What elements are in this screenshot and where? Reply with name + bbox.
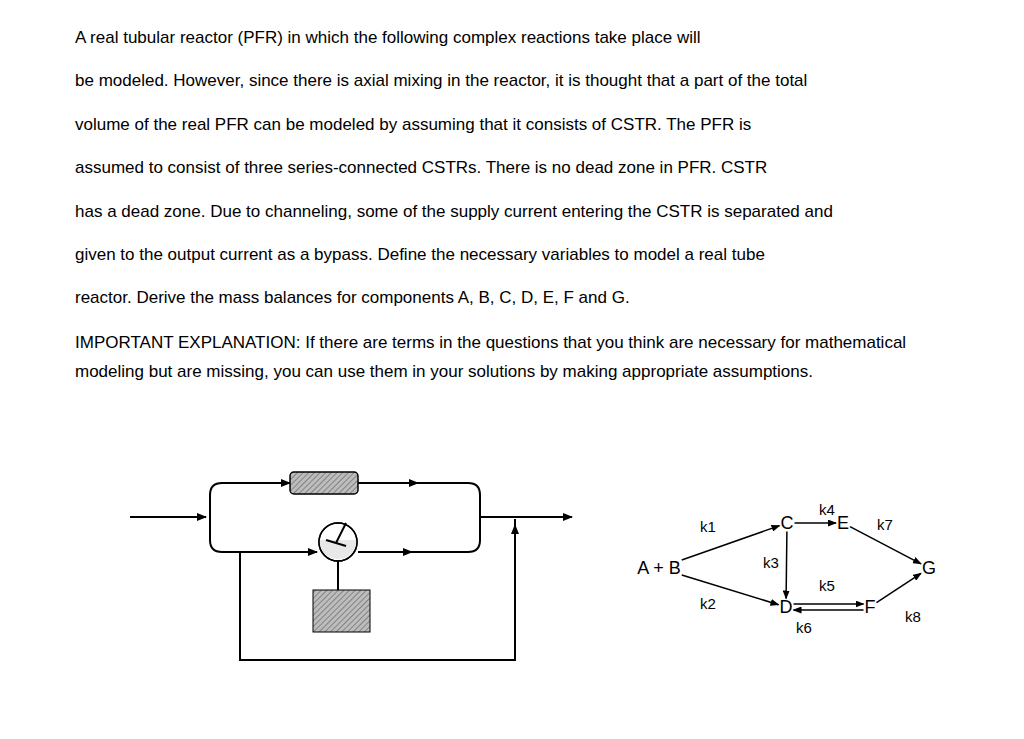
species-node: C	[778, 512, 797, 535]
rate-constant: k2	[699, 596, 717, 612]
reaction-arrow	[682, 575, 779, 605]
rate-constant: k3	[762, 555, 780, 571]
bypass-arrow	[514, 525, 516, 600]
species-name: D	[780, 597, 793, 618]
species-node: E	[834, 512, 852, 535]
rate-constant: k4	[818, 502, 836, 518]
species-name: G	[922, 558, 936, 579]
bypass-line	[240, 519, 515, 660]
pfr-out2	[418, 482, 468, 484]
rate-constant: k5	[818, 578, 836, 594]
rate-constant: k6	[795, 620, 813, 636]
reaction-arrow	[794, 609, 864, 611]
rate-constant: k8	[904, 609, 922, 625]
mixer	[468, 483, 480, 552]
problem-text-line: A real tubular reactor (PFR) in which th…	[75, 27, 701, 49]
dead-zone-link	[337, 560, 339, 590]
reaction-arrow	[877, 573, 921, 602]
species-name: A + B	[637, 558, 681, 579]
species-node: F	[862, 596, 879, 619]
dead-zone	[313, 590, 370, 632]
pfr-out	[358, 482, 418, 484]
note-paragraph: IMPORTANT EXPLANATION: If there are term…	[75, 328, 945, 386]
species-node: D	[777, 596, 796, 619]
problem-text-line: assumed to consist of three series-conne…	[75, 157, 767, 179]
splitter	[210, 483, 222, 552]
reaction-arrow	[794, 603, 864, 605]
species-name: F	[865, 597, 876, 618]
problem-text-line: has a dead zone. Due to channeling, some…	[75, 201, 833, 223]
species-node: A + B	[634, 557, 684, 580]
cstr-tank	[319, 523, 357, 561]
cstr-out2	[412, 551, 468, 553]
problem-text-line: given to the output current as a bypass.…	[75, 244, 765, 266]
pfr-feed	[222, 482, 290, 484]
pfr-tube	[290, 472, 358, 494]
stirrer	[326, 523, 346, 546]
inlet-line	[130, 516, 206, 518]
problem-text-line: reactor. Derive the mass balances for co…	[75, 287, 630, 309]
cstr-out	[358, 551, 412, 553]
reaction-arrow	[795, 522, 836, 524]
problem-text-line: be modeled. However, since there is axia…	[75, 70, 807, 92]
outlet-line	[480, 516, 572, 518]
reaction-arrow	[785, 532, 787, 599]
species-node: G	[919, 557, 939, 580]
problem-text-line: volume of the real PFR can be modeled by…	[75, 114, 751, 136]
cstr-feed	[222, 551, 317, 553]
rate-constant: k7	[876, 517, 894, 533]
species-name: C	[781, 513, 794, 534]
species-name: E	[837, 513, 849, 534]
rate-constant: k1	[699, 519, 717, 535]
